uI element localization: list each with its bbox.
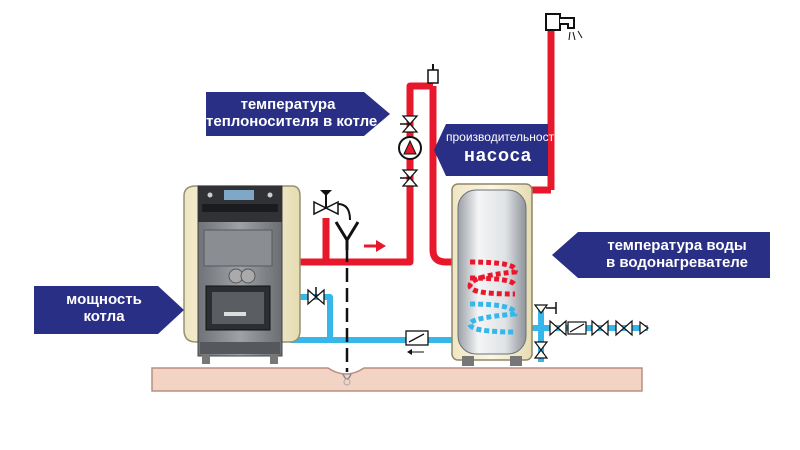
ball-valve-icon bbox=[400, 115, 419, 133]
drain-funnel-icon bbox=[342, 373, 352, 386]
pipe-end-icon bbox=[639, 320, 649, 336]
callout-coolant-temp bbox=[206, 92, 390, 136]
check-valve-icon bbox=[567, 321, 587, 335]
air-vent-icon bbox=[427, 64, 439, 84]
label-pump-capacity: производительность насоса bbox=[446, 130, 561, 165]
check-valve-icon bbox=[405, 330, 429, 355]
safety-valve-icon bbox=[533, 302, 557, 314]
safety-valve-icon bbox=[313, 190, 351, 221]
callout-water-temp bbox=[552, 232, 770, 278]
circulation-pump-icon bbox=[398, 136, 422, 160]
flow-arrow-icon bbox=[364, 240, 386, 252]
ball-valve-icon bbox=[400, 169, 419, 187]
ball-valve-icon bbox=[591, 319, 609, 337]
callout-pump-capacity bbox=[434, 124, 548, 176]
ball-valve-icon bbox=[549, 319, 567, 337]
label-boiler-power: мощность котла bbox=[66, 291, 142, 326]
drain-line bbox=[334, 221, 360, 372]
water-heater-tank-icon bbox=[451, 183, 533, 366]
floor-slab bbox=[151, 367, 643, 392]
water-tap-icon bbox=[545, 13, 583, 41]
label-water-temp: температура воды в водонагревателе bbox=[606, 237, 748, 272]
callout-boiler-power bbox=[34, 286, 184, 334]
boiler-icon bbox=[183, 185, 301, 364]
label-coolant-temp: температура теплоносителя в котле bbox=[206, 96, 378, 131]
ball-valve-icon bbox=[307, 287, 325, 306]
ball-valve-icon bbox=[615, 319, 633, 337]
ball-valve-icon bbox=[533, 341, 549, 359]
